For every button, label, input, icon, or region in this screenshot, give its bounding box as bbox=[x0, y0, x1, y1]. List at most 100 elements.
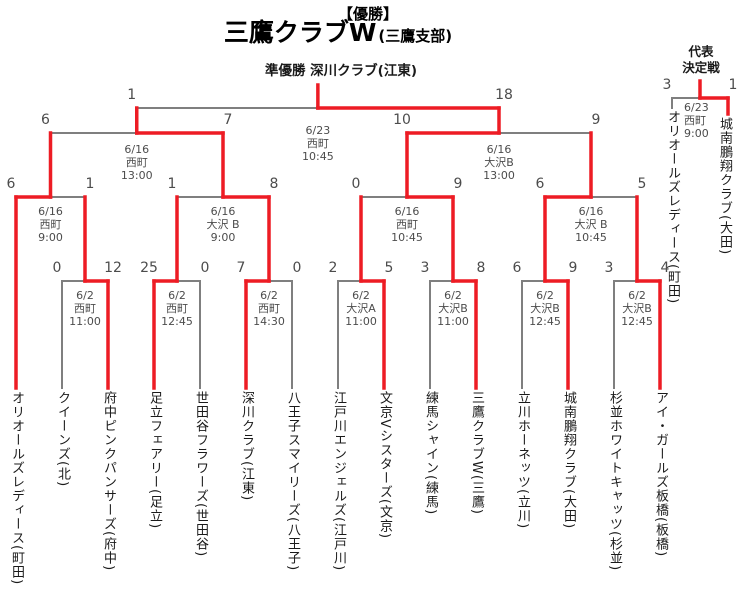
team-name-1: オリオールズレディース(町田) bbox=[9, 391, 24, 586]
round1-match5-info-line: 11:00 bbox=[437, 315, 469, 328]
round1-match2-right-score: 0 bbox=[200, 260, 210, 276]
quarterfinal4-info-line: 大沢 B bbox=[574, 218, 608, 231]
round1-match3-right-score: 0 bbox=[292, 260, 302, 276]
round1-match4-info-line: 大沢A bbox=[346, 302, 376, 315]
semifinal2-info-line: 大沢B bbox=[484, 156, 514, 169]
team-name-2: クイーンズ(北) bbox=[55, 391, 70, 488]
semifinal1-info-line: 西町 bbox=[125, 156, 148, 169]
round1-match3-info-line: 6/2 bbox=[260, 289, 278, 302]
playoff-right-team-name: 城南鵬翔クラブ(大田) bbox=[717, 117, 732, 256]
quarterfinal4-left-score: 6 bbox=[535, 176, 545, 192]
quarterfinal3-right-score: 9 bbox=[453, 176, 463, 192]
round1-match4-right-score: 5 bbox=[384, 260, 394, 276]
champion-team-name: 三鷹クラブW bbox=[223, 18, 377, 47]
round1-match1-left-score: 0 bbox=[52, 260, 62, 276]
quarterfinal2-info-line: 大沢 B bbox=[206, 218, 240, 231]
quarterfinal1-info-line: 9:00 bbox=[38, 231, 63, 244]
playoff-right-score: 1 bbox=[728, 77, 738, 93]
round1-match2-info-line: 6/2 bbox=[168, 289, 186, 302]
round1-match4-info-line: 11:00 bbox=[345, 315, 377, 328]
quarterfinal4-right-score: 5 bbox=[637, 176, 647, 192]
round1-match6-info-line: 6/2 bbox=[536, 289, 554, 302]
round1-match1-info-line: 6/2 bbox=[76, 289, 94, 302]
quarterfinal4-info-line: 6/16 bbox=[578, 205, 604, 218]
playoff-title-line2: 決定戦 bbox=[682, 60, 720, 75]
champion-title: 三鷹クラブW (三鷹支部) bbox=[224, 19, 452, 47]
team-name-14: 杉並ホワイトキャッツ(杉並) bbox=[607, 391, 622, 572]
semifinal2-info-line: 6/16 bbox=[486, 143, 512, 156]
quarterfinal2-right-score: 8 bbox=[269, 176, 279, 192]
quarterfinal1-right-score: 1 bbox=[85, 176, 95, 192]
quarterfinal1-info-line: 西町 bbox=[39, 218, 62, 231]
team-name-5: 世田谷フラワーズ(世田谷) bbox=[193, 391, 208, 558]
quarterfinal3-info-line: 西町 bbox=[395, 218, 418, 231]
round1-match5-info-line: 6/2 bbox=[444, 289, 462, 302]
team-name-7: 八王子スマイリーズ(八王子) bbox=[285, 391, 300, 572]
round1-match6-right-score: 9 bbox=[568, 260, 578, 276]
round1-match7-left-score: 3 bbox=[604, 260, 614, 276]
round1-match7-info-line: 6/2 bbox=[628, 289, 646, 302]
round1-match6-left-score: 6 bbox=[512, 260, 522, 276]
semifinal2-left-score: 10 bbox=[393, 112, 411, 128]
team-name-13: 城南鵬翔クラブ(大田) bbox=[561, 391, 576, 530]
quarterfinal1-left-score: 6 bbox=[6, 176, 16, 192]
team-name-3: 府中ピンクパンサーズ(府中) bbox=[101, 391, 116, 572]
quarterfinal3-info-line: 6/16 bbox=[394, 205, 420, 218]
semifinal1-right-score: 7 bbox=[223, 112, 233, 128]
round1-match4-info-line: 6/2 bbox=[352, 289, 370, 302]
playoff-info-line: 6/23 bbox=[684, 101, 709, 114]
semifinal1-info-line: 13:00 bbox=[120, 169, 153, 182]
quarterfinal3-info-line: 10:45 bbox=[391, 231, 423, 244]
round1-match6-info-line: 12:45 bbox=[529, 315, 561, 328]
playoff-info-line: 9:00 bbox=[684, 127, 709, 140]
round1-match5-right-score: 8 bbox=[476, 260, 486, 276]
round1-match1-info-line: 西町 bbox=[73, 302, 96, 315]
quarterfinal2-info-line: 9:00 bbox=[210, 231, 236, 244]
playoff-info-line: 西町 bbox=[684, 114, 706, 127]
team-name-8: 江戸川エンジェルズ(江戸川) bbox=[331, 391, 346, 572]
quarterfinal2-info-line: 6/16 bbox=[210, 205, 236, 218]
round1-match2-info-line: 12:45 bbox=[161, 315, 193, 328]
playoff-left-score: 3 bbox=[662, 77, 672, 93]
final-info-line: 西町 bbox=[306, 137, 329, 150]
playoff-title: 代表 決定戦 bbox=[682, 44, 720, 76]
quarterfinal4-info-line: 10:45 bbox=[575, 231, 607, 244]
round1-match7-right-score: 4 bbox=[660, 260, 670, 276]
semifinal1-info-line: 6/16 bbox=[124, 143, 150, 156]
team-name-4: 足立フェアリー(足立) bbox=[147, 391, 162, 530]
quarterfinal2-left-score: 1 bbox=[167, 176, 177, 192]
final-left-score: 1 bbox=[127, 87, 137, 103]
semifinal1-left-score: 6 bbox=[41, 112, 50, 128]
team-name-12: 立川ホーネッツ(立川) bbox=[515, 391, 530, 530]
final-right-score: 18 bbox=[495, 87, 513, 103]
round1-match5-info-line: 大沢B bbox=[438, 302, 468, 315]
team-name-15: アイ・ガールズ板橋(板橋) bbox=[653, 391, 668, 558]
round1-match4-left-score: 2 bbox=[328, 260, 338, 276]
quarterfinal1-info-line: 6/16 bbox=[38, 205, 63, 218]
team-name-10: 練馬シャイン(練馬) bbox=[423, 391, 438, 516]
round1-match2-left-score: 25 bbox=[140, 260, 158, 276]
round1-match2-info-line: 西町 bbox=[165, 302, 188, 315]
team-name-6: 深川クラブ(江東) bbox=[239, 391, 254, 502]
team-name-11: 三鷹クラブW(三鷹) bbox=[469, 391, 484, 515]
round1-match3-info-line: 14:30 bbox=[253, 315, 285, 328]
champion-branch: (三鷹支部) bbox=[378, 27, 453, 45]
runner-up-line: 準優勝 深川クラブ(江東) bbox=[264, 63, 418, 79]
round1-match7-info-line: 12:45 bbox=[621, 315, 653, 328]
playoff-left-team-name: オリオールズレディース(町田) bbox=[665, 110, 680, 305]
